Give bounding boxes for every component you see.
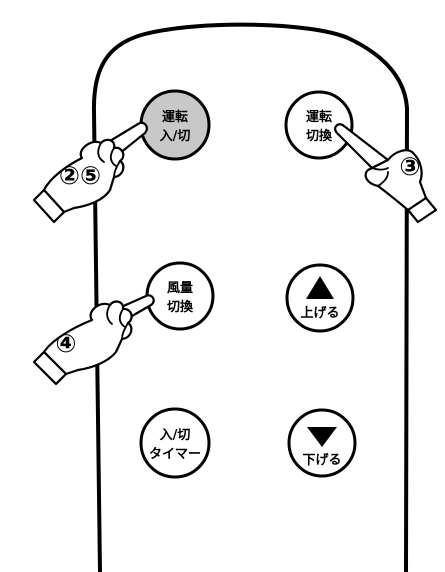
triangle-up-icon — [306, 276, 334, 299]
timer-button[interactable]: 入/切 タイマー — [139, 407, 211, 479]
run-on-off-label-line2: 入/切 — [160, 129, 191, 144]
lower-label: 下げる — [302, 452, 341, 468]
fan-speed-button[interactable]: 風量 切換 — [145, 261, 215, 331]
run-on-off-button-circle — [139, 89, 211, 161]
triangle-down-icon — [307, 427, 337, 447]
fan-speed-label-line1: 風量 — [167, 281, 193, 296]
fan-speed-button-circle — [145, 261, 215, 331]
run-switch-label-line1: 運転 — [306, 109, 332, 125]
pointing-hand-icon — [334, 123, 438, 224]
timer-label-line1: 入/切 — [160, 428, 191, 443]
run-switch-label-line2: 切換 — [306, 128, 333, 144]
raise-label: 上げる — [300, 305, 339, 321]
step-label-run-on-off: ②⑤ — [59, 161, 101, 190]
timer-label-line2: タイマー — [149, 447, 201, 462]
timer-button-circle — [139, 407, 211, 479]
pointing-hand-icon — [32, 121, 148, 224]
raise-button[interactable]: 上げる — [285, 263, 355, 333]
run-switch-button[interactable]: 運転 切換 — [284, 90, 354, 160]
run-on-off-label-line1: 運転 — [162, 109, 188, 125]
step-label-fan-speed: ④ — [55, 329, 76, 358]
lower-button[interactable]: 下げる — [287, 408, 357, 478]
run-switch-button-circle — [284, 90, 354, 160]
run-on-off-button[interactable]: 運転 入/切 — [139, 89, 211, 161]
remote-body-outline — [91, 22, 410, 572]
step-label-run-switch: ③ — [399, 152, 420, 181]
fan-speed-label-line2: 切換 — [167, 299, 194, 315]
pointing-hand-icon — [32, 294, 155, 386]
